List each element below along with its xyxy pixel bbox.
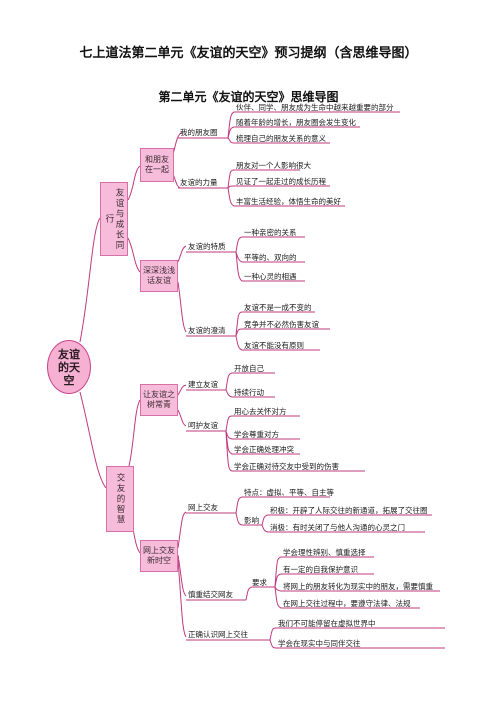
leaf-label: 伙伴、同学、朋友成为生命中越来越重要的部分 — [236, 103, 394, 112]
leaf-label: 朋友对一个人影响很大 — [236, 161, 311, 170]
leaf-label: 积极：开辟了人际交往的新通道，拓展了交往圈 — [270, 506, 428, 515]
document-title: 七上道法第二单元《友谊的天空》预习提纲（含思维导图） — [79, 46, 418, 61]
leaf-label: 友谊不能没有原则 — [244, 341, 304, 350]
node-friendship-clarify: 友谊的澄清 — [188, 326, 226, 335]
node-online-friends: 网上交友 — [188, 503, 218, 512]
leaf-label: 学会在现实中与同伴交往 — [278, 639, 361, 648]
leaf-label: 见证了一起走过的成长历程 — [236, 177, 326, 186]
leaf-label: 有一定的自我保护意识 — [283, 565, 358, 574]
leaf-label: 一种亲密的关系 — [244, 228, 297, 237]
sub-evergreen-friendship: 让友谊之树常青 — [140, 384, 178, 416]
node-careful-netfriends: 慎重结交网友 — [188, 590, 233, 599]
sub-talk-friendship: 深深浅浅话友谊 — [140, 260, 178, 292]
leaf-label: 开放自己 — [234, 364, 264, 373]
leaf-label: 随着年龄的增长，朋友圈会发生变化 — [236, 118, 356, 127]
sub-with-friends: 和朋友在一起 — [140, 148, 174, 182]
leaf-label: 丰富生活经验，体悟生命的美好 — [236, 197, 341, 206]
leaf-label: 我们不可能停留在虚拟世界中 — [278, 619, 376, 628]
root-node: 友谊的天空 — [47, 340, 91, 394]
branch-friendship-growth: 友谊与成长同行 — [100, 182, 128, 256]
mindmap-title: 第二单元《友谊的天空》思维导图 — [158, 90, 339, 104]
leaf-label: 在网上交往过程中，要遵守法律、法规 — [283, 599, 411, 608]
leaf-label: 学会尊重对方 — [234, 430, 279, 439]
leaf-label: 一种心灵的相遇 — [244, 272, 297, 281]
leaf-label: 学会正确对待交友中受到的伤害 — [234, 462, 339, 471]
leaf-label: 梳理自己的朋友关系的意义 — [236, 134, 326, 143]
node-impact: 影响 — [244, 516, 259, 525]
leaf-label: 消极：有时关闭了与他人沟通的心灵之门 — [270, 523, 405, 532]
node-care-friendship: 呵护友谊 — [188, 421, 218, 430]
node-friendship-traits: 友谊的特质 — [188, 242, 226, 251]
sub-online-friendship: 网上交友新时空 — [140, 540, 178, 572]
node-friendship-power: 友谊的力量 — [180, 178, 218, 187]
leaf-label: 学会理性辨别、慎重选择 — [283, 548, 366, 557]
leaf-label: 友谊不是一成不变的 — [244, 303, 312, 312]
leaf-label: 平等的、双向的 — [244, 253, 297, 262]
node-friend-circle: 我的朋友圈 — [180, 128, 218, 137]
node-correct-understanding: 正确认识网上交往 — [188, 630, 248, 639]
leaf-label: 学会正确处理冲突 — [234, 445, 294, 454]
leaf-label: 持续行动 — [234, 388, 264, 397]
branch-friendship-wisdom: 交友的智慧 — [106, 466, 134, 532]
leaf-label: 竞争并不必然伤害友谊 — [244, 320, 319, 329]
node-requirements: 要求 — [252, 578, 267, 587]
leaf-label: 将网上的朋友转化为现实中的朋友，需要慎重 — [283, 582, 433, 591]
node-build-friendship: 建立友谊 — [188, 380, 218, 389]
leaf-label: 特点：虚拟、平等、自主等 — [244, 488, 334, 497]
leaf-label: 用心去关怀对方 — [234, 407, 287, 416]
